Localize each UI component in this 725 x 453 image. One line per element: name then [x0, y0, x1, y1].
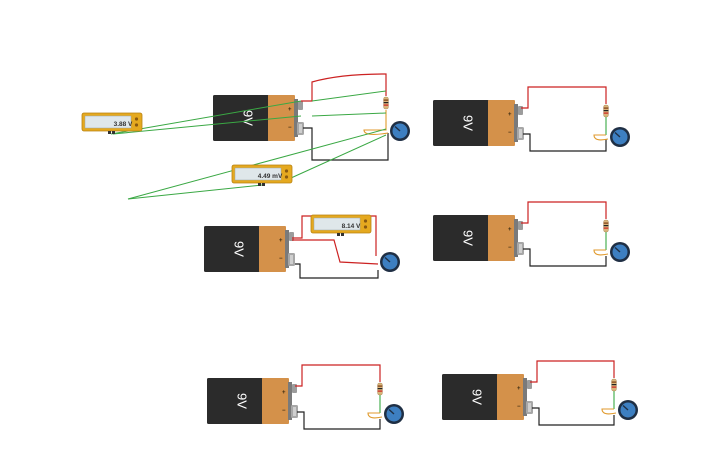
wire-positive[interactable]: [521, 201, 607, 224]
potentiometer-1[interactable]: [389, 120, 411, 142]
probe-wire[interactable]: [290, 134, 387, 179]
wire-negative[interactable]: [297, 411, 381, 430]
wire-negative[interactable]: [532, 407, 615, 426]
circuit-2: 9V + −: [433, 86, 631, 152]
wire-negative[interactable]: [523, 133, 607, 152]
wire-led[interactable]: [593, 134, 609, 141]
probe-wire[interactable]: [127, 184, 263, 200]
multimeter-3[interactable]: 8.14 V: [310, 214, 372, 237]
battery-negative-sign: −: [517, 404, 521, 410]
wire-led[interactable]: [367, 412, 383, 419]
battery-positive-sign: +: [508, 227, 512, 233]
wire-negative[interactable]: [303, 127, 389, 161]
battery-negative-sign: −: [508, 245, 512, 251]
battery-label: 9V: [461, 115, 476, 131]
battery-label: 9V: [461, 230, 476, 246]
battery-negative-sign: −: [508, 130, 512, 136]
wire-positive[interactable]: [530, 360, 615, 383]
resistor-5[interactable]: [377, 382, 383, 396]
battery-positive-sign: +: [517, 386, 521, 392]
probe-wire[interactable]: [127, 128, 387, 200]
battery-3[interactable]: 9V + −: [204, 226, 295, 272]
resistor-6[interactable]: [611, 378, 617, 392]
probe-wire[interactable]: [112, 115, 302, 135]
battery-2[interactable]: 9V + −: [433, 100, 524, 146]
wire-positive[interactable]: [521, 86, 607, 109]
battery-6[interactable]: 9V + −: [442, 374, 533, 420]
battery-4[interactable]: 9V + −: [433, 215, 524, 261]
battery-negative-sign: −: [279, 256, 283, 262]
wire-positive[interactable]: [295, 364, 381, 387]
wire-negative[interactable]: [295, 263, 379, 279]
multimeter-1[interactable]: 3.88 V: [81, 112, 143, 135]
battery-label: 9V: [241, 110, 256, 126]
battery-positive-sign: +: [279, 238, 283, 244]
wire-negative[interactable]: [523, 248, 607, 267]
probe-wire[interactable]: [311, 112, 387, 117]
resistor-2[interactable]: [603, 104, 609, 118]
battery-negative-sign: −: [282, 408, 286, 414]
battery-positive-sign: +: [282, 390, 286, 396]
multimeter-2[interactable]: 4.49 mV: [231, 164, 293, 187]
battery-5[interactable]: 9V + −: [207, 378, 298, 424]
wire-led[interactable]: [593, 249, 609, 256]
wire-positive[interactable]: [292, 239, 379, 265]
resistor-4[interactable]: [603, 219, 609, 233]
battery-positive-sign: +: [508, 112, 512, 118]
resistor-1[interactable]: [383, 96, 389, 110]
circuit-6: 9V + −: [442, 360, 639, 426]
potentiometer-5[interactable]: [383, 403, 405, 425]
battery-positive-sign: +: [288, 107, 292, 113]
meter-reading: 4.49 mV: [258, 173, 283, 180]
wire-positive[interactable]: [292, 215, 377, 256]
battery-negative-sign: −: [288, 125, 292, 131]
wire-led[interactable]: [601, 408, 617, 415]
battery-label: 9V: [235, 393, 250, 409]
circuit-5: 9V + −: [207, 364, 405, 430]
potentiometer-6[interactable]: [617, 399, 639, 421]
wire-positive[interactable]: [301, 73, 387, 102]
battery-label: 9V: [232, 241, 247, 257]
battery-label: 9V: [470, 389, 485, 405]
circuit-4: 9V + −: [433, 201, 631, 267]
meter-reading: 3.88 V: [114, 121, 133, 128]
probe-wire[interactable]: [311, 90, 387, 102]
circuit-3: 9V + −: [204, 215, 401, 279]
potentiometer-4[interactable]: [609, 241, 631, 263]
potentiometer-3[interactable]: [379, 251, 401, 273]
battery-1[interactable]: 9V + −: [213, 95, 304, 141]
probe-wire[interactable]: [110, 100, 302, 135]
circuit-1: 9V + −: [110, 73, 411, 200]
potentiometer-2[interactable]: [609, 126, 631, 148]
meter-reading: 8.14 V: [342, 223, 361, 230]
